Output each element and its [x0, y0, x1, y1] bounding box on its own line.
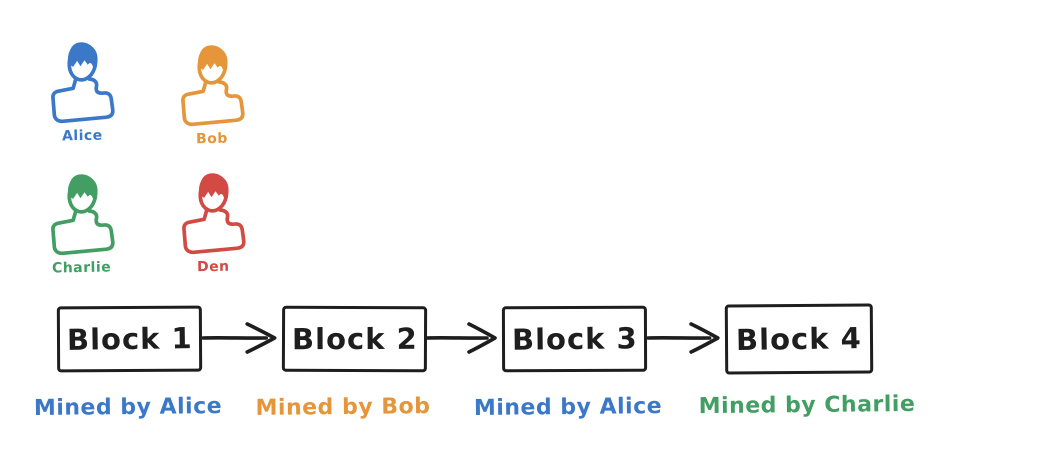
person-name-label: Charlie — [52, 259, 112, 277]
miner-label-block-1: Mined by Alice — [33, 394, 223, 421]
chain-arrow-3 — [646, 322, 720, 354]
block-label: Block 2 — [291, 321, 418, 357]
block-1: Block 1 — [56, 305, 203, 373]
person-alice: Alice — [46, 40, 118, 144]
person-charlie: Charlie — [46, 172, 118, 277]
person-name-label: Alice — [61, 127, 103, 145]
person-name-label: Den — [196, 258, 230, 276]
person-icon — [50, 41, 115, 124]
person-icon — [50, 173, 115, 256]
block-label: Block 3 — [511, 321, 638, 357]
chain-arrow-2 — [425, 322, 497, 354]
person-icon — [181, 172, 246, 255]
block-label: Block 4 — [735, 321, 863, 357]
person-bob: Bob — [176, 43, 248, 147]
miner-label-block-2: Mined by Bob — [255, 394, 431, 421]
person-icon — [180, 44, 245, 127]
miner-label-block-3: Mined by Alice — [473, 394, 663, 421]
block-label: Block 1 — [66, 321, 193, 357]
miner-label-block-4: Mined by Charlie — [698, 391, 916, 420]
person-name-label: Bob — [195, 130, 229, 148]
person-den: Den — [177, 171, 249, 275]
block-2: Block 2 — [281, 305, 428, 373]
chain-arrow-1 — [201, 322, 277, 354]
block-3: Block 3 — [501, 305, 648, 373]
block-4: Block 4 — [724, 303, 874, 375]
